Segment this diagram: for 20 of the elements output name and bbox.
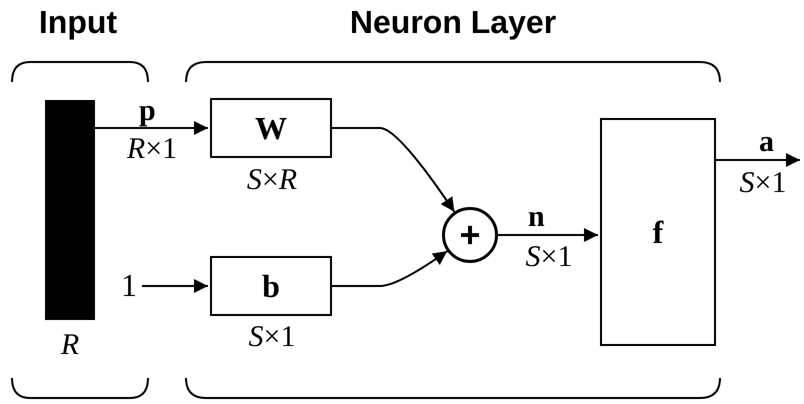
arrow: [332, 250, 448, 287]
dimension-label: S×1: [738, 166, 788, 200]
input-label: 1: [118, 266, 140, 304]
group-heading: Input: [38, 4, 118, 41]
dimension-label: R×1: [126, 132, 178, 166]
summing-junction: +: [442, 207, 498, 263]
process-box: b: [210, 256, 332, 316]
dimension-label: S×1: [248, 320, 296, 354]
input-bar: [45, 100, 95, 320]
group-heading: Neuron Layer: [348, 4, 558, 41]
dimension-label: S×1: [524, 240, 574, 274]
process-box: f: [600, 118, 716, 346]
arrow: [95, 121, 208, 135]
dimension-label: S×R: [246, 163, 298, 197]
arrow: [716, 153, 800, 167]
process-box: W: [210, 98, 332, 158]
arrow: [332, 127, 456, 212]
arrow: [142, 279, 208, 293]
dimension-label: R: [60, 328, 80, 362]
arrow: [498, 228, 598, 242]
